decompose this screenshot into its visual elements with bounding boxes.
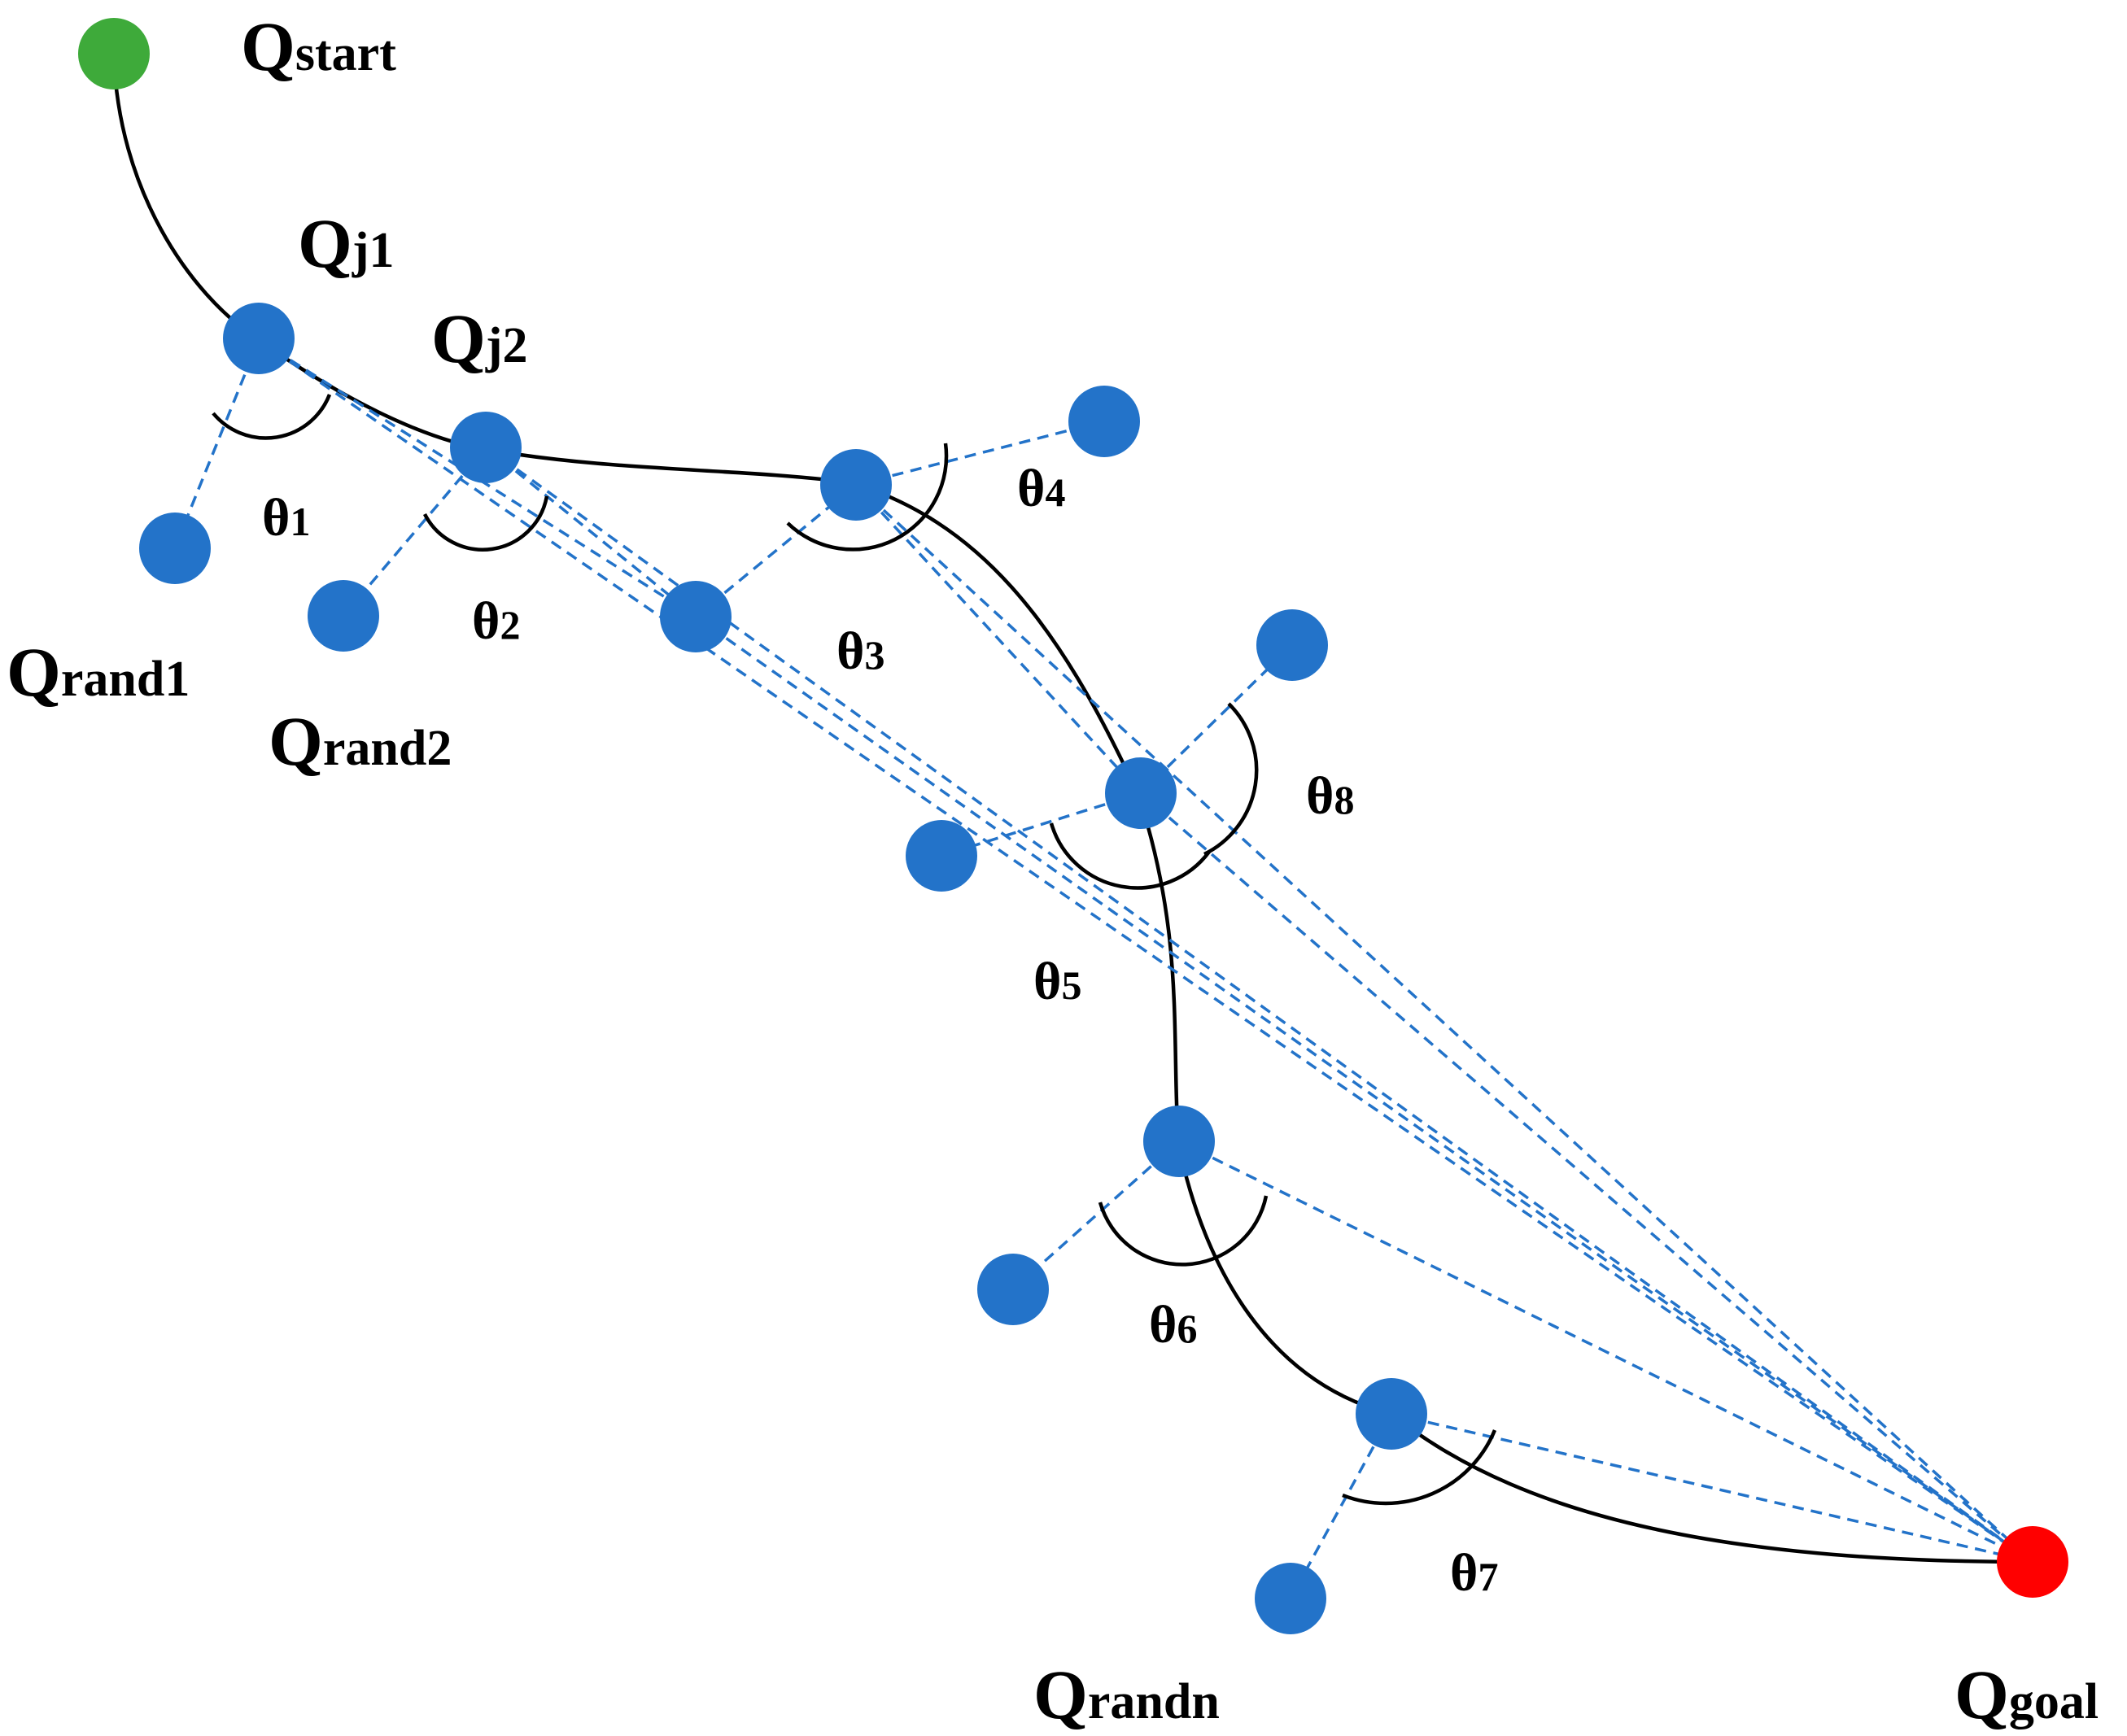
start-node (78, 18, 150, 89)
node-5 (1105, 757, 1177, 829)
node-5-left (906, 820, 977, 892)
label-theta2: θ2 (472, 591, 520, 651)
dash-node6-goal (1178, 1140, 2033, 1564)
arc-theta5 (1049, 822, 1211, 890)
label-theta4: θ4 (1017, 459, 1065, 518)
label-theta1: θ1 (262, 488, 310, 547)
arc-theta6 (1098, 1195, 1269, 1267)
nodes (78, 18, 2068, 1634)
arc-theta1 (212, 394, 332, 440)
angle-arcs (212, 394, 1497, 1506)
label-qj2: Qj2 (431, 299, 528, 377)
node-mid (660, 581, 732, 652)
dash-node3-node4 (855, 420, 1105, 486)
dash-j1-node-mid (258, 338, 697, 618)
label-qrand1: Qrand1 (7, 633, 190, 711)
dash-node3-goal (854, 483, 2034, 1564)
node-qrand1 (139, 513, 211, 584)
label-theta3: θ3 (836, 622, 884, 681)
angle-labels: θ1 θ2 θ3 θ4 θ5 θ6 θ7 θ8 (262, 459, 1498, 1603)
node-qj2 (450, 412, 522, 483)
arc-theta7 (1342, 1429, 1497, 1506)
dash-node3-node5 (854, 483, 1142, 795)
dash-node7-goal (1391, 1412, 2033, 1564)
label-qrandn: Qrandn (1033, 1655, 1220, 1734)
label-theta8: θ8 (1306, 766, 1354, 826)
label-theta6: θ6 (1149, 1295, 1197, 1354)
node-7 (1356, 1378, 1427, 1450)
goal-node (1997, 1526, 2068, 1598)
arc-theta8 (1203, 702, 1259, 857)
node-4 (1068, 386, 1140, 457)
label-theta7: θ7 (1450, 1543, 1498, 1603)
label-qrand2: Qrand2 (269, 702, 452, 780)
dash-j1-goal (258, 338, 2033, 1564)
node-labels: Qstart Qj1 Qj2 Qrand1 Qrand2 Qrandn Qgoa… (7, 7, 2099, 1734)
dash-mid-goal (694, 615, 2034, 1564)
label-qstart: Qstart (241, 7, 396, 85)
node-6 (1143, 1106, 1215, 1177)
arc-theta3 (786, 443, 949, 552)
node-qrandn (1255, 1563, 1326, 1634)
arc-theta2 (422, 495, 549, 552)
label-qj1: Qj1 (298, 204, 395, 282)
planned-path (111, 55, 2033, 1564)
node-6-left (977, 1254, 1049, 1325)
node-3 (820, 449, 892, 521)
dashed-connections (173, 338, 2034, 1599)
label-theta5: θ5 (1033, 952, 1081, 1011)
dash-node5-goal (1139, 792, 2034, 1564)
node-8 (1256, 609, 1328, 681)
label-qgoal: Qgoal (1954, 1655, 2099, 1734)
node-qrand2 (308, 580, 379, 652)
dash-j2-node-mid (485, 446, 697, 618)
node-qj1 (223, 303, 295, 374)
